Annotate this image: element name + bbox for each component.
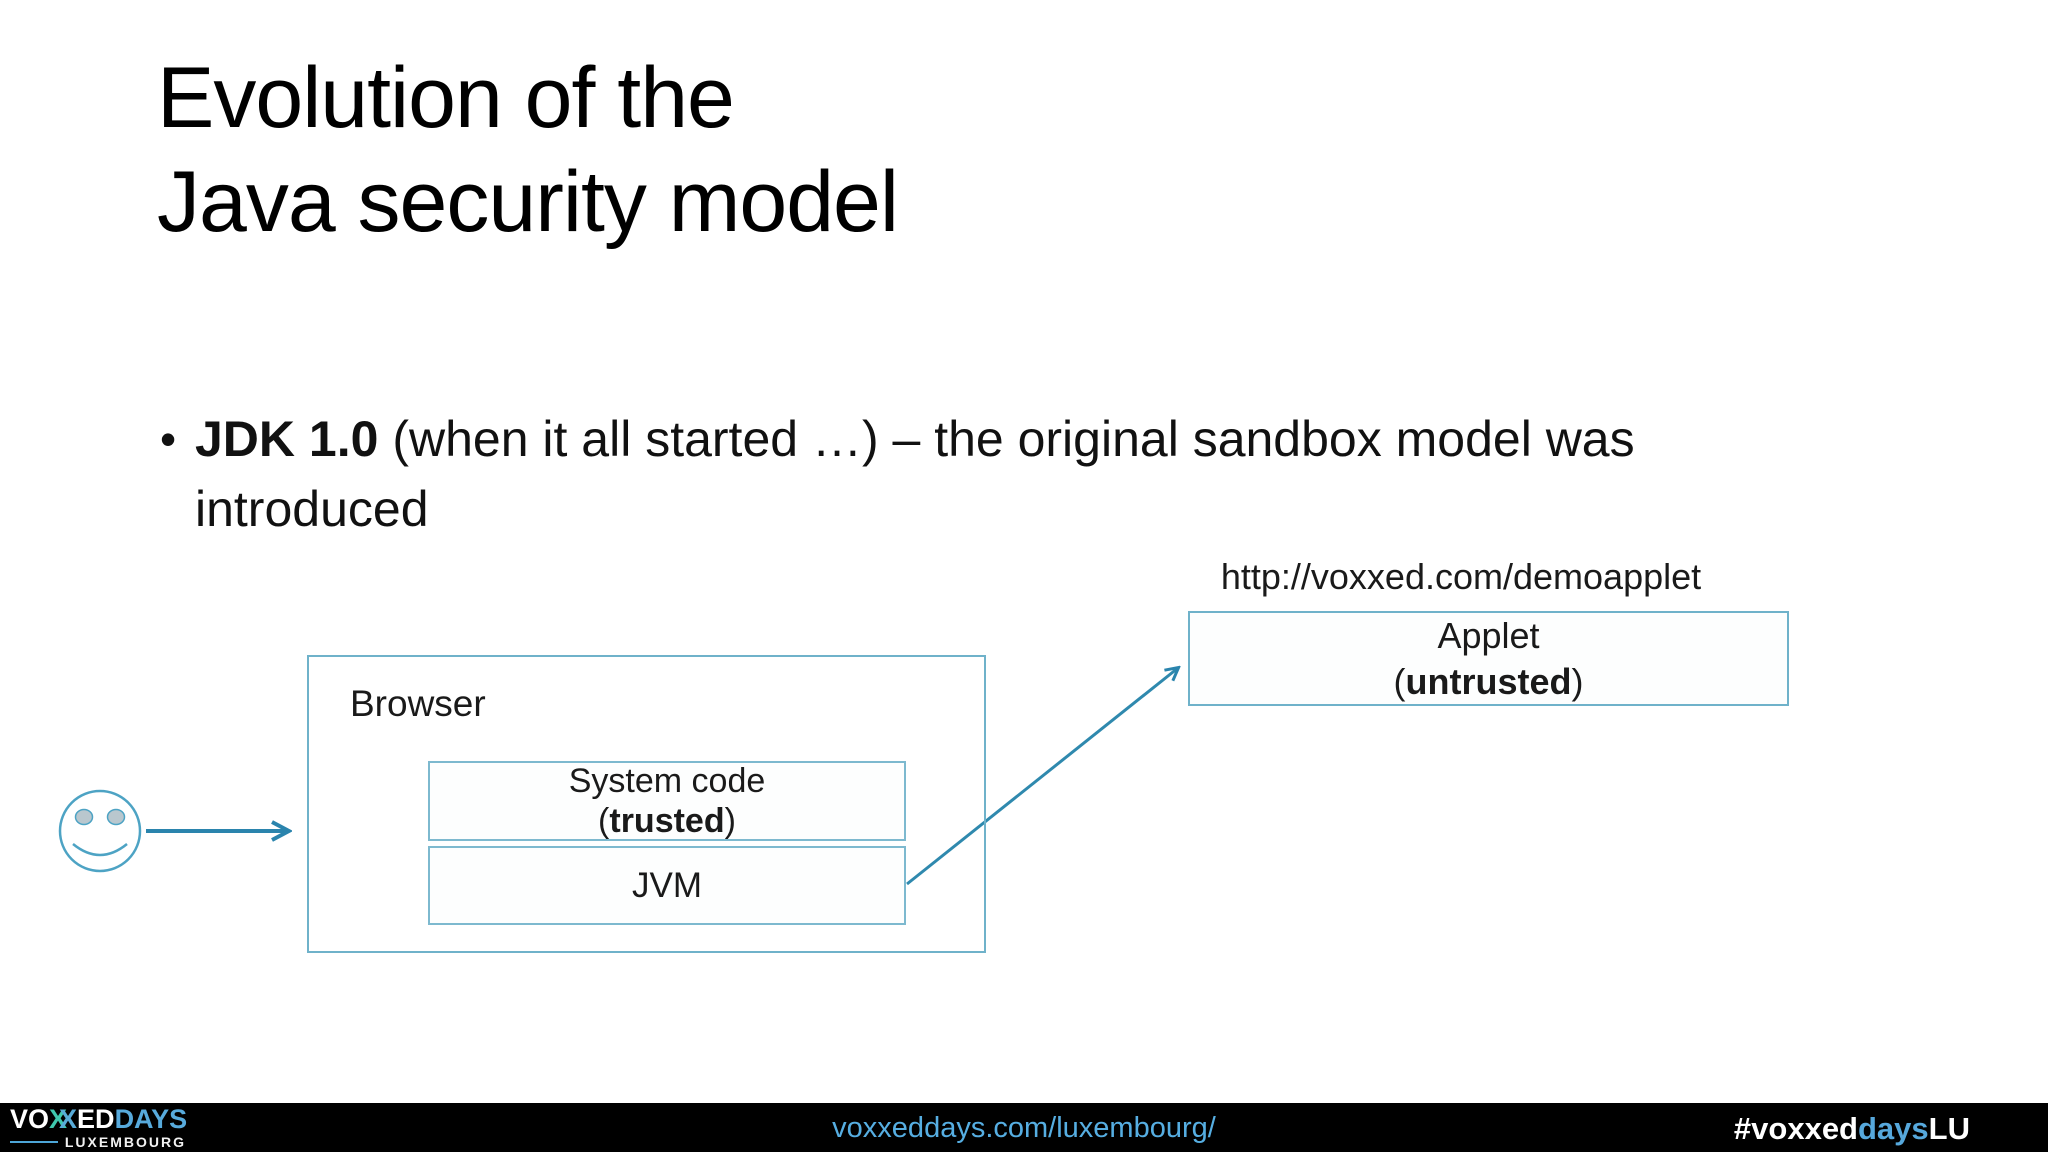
bullet-lead-text: JDK 1.0 <box>195 411 379 467</box>
page-title: Evolution of the Java security model <box>157 46 899 254</box>
bullet-rest-text: (when it all started …) – the original s… <box>195 411 1635 537</box>
footer-website-link[interactable]: voxxeddays.com/luxembourg/ <box>832 1112 1216 1144</box>
system-code-paren-open: ( <box>598 802 610 840</box>
system-code-paren-close: ) <box>724 802 736 840</box>
smiley-user-icon <box>58 789 142 873</box>
logo-ed: ED <box>77 1104 115 1134</box>
page-title-line2: Java security model <box>157 154 899 250</box>
hashtag-suffix: LU <box>1928 1111 1970 1146</box>
hashtag-prefix: #voxxed <box>1733 1111 1858 1146</box>
jvm-box: JVM <box>428 846 906 925</box>
applet-url-label: http://voxxed.com/demoapplet <box>1220 556 1702 597</box>
voxxed-days-logo: VOXXEDDAYS LUXEMBOURG <box>10 1104 188 1150</box>
logo-days: DAYS <box>114 1104 188 1134</box>
logo-x-teal: X <box>49 1104 68 1134</box>
jvm-box-label: JVM <box>632 865 702 905</box>
system-code-emphasis: trusted <box>609 802 725 840</box>
bullet-item: JDK 1.0 (when it all started …) – the or… <box>195 404 1845 544</box>
bullet-marker: • <box>160 413 177 465</box>
system-code-box: System code (trusted) <box>428 761 906 841</box>
system-code-subtitle: (trusted) <box>598 801 736 841</box>
logo-location: LUXEMBOURG <box>64 1134 186 1150</box>
applet-box-title: Applet <box>1437 614 1540 656</box>
applet-paren-open: ( <box>1393 660 1406 702</box>
logo-underline-rule <box>10 1141 58 1143</box>
voxxed-days-logo-subline: LUXEMBOURG <box>10 1134 186 1150</box>
applet-box: Applet (untrusted) <box>1188 611 1789 706</box>
hashtag-days: days <box>1858 1111 1929 1146</box>
event-hashtag: #voxxeddaysLU <box>1734 1111 1970 1147</box>
voxxed-days-logo-wordmark: VOXXEDDAYS <box>10 1104 188 1134</box>
footer-bar: VOXXEDDAYS LUXEMBOURG voxxeddays.com/lux… <box>0 1103 2048 1152</box>
applet-emphasis: untrusted <box>1405 660 1572 702</box>
system-code-title: System code <box>568 762 766 800</box>
page-title-line1: Evolution of the <box>157 50 735 146</box>
browser-box: Browser System code (trusted) JVM <box>307 655 986 953</box>
logo-x-blue: X <box>59 1104 78 1134</box>
applet-paren-close: ) <box>1571 660 1584 702</box>
applet-box-subtitle: (untrusted) <box>1394 659 1584 705</box>
browser-box-label: Browser <box>350 683 486 724</box>
logo-vo: VO <box>10 1104 50 1134</box>
